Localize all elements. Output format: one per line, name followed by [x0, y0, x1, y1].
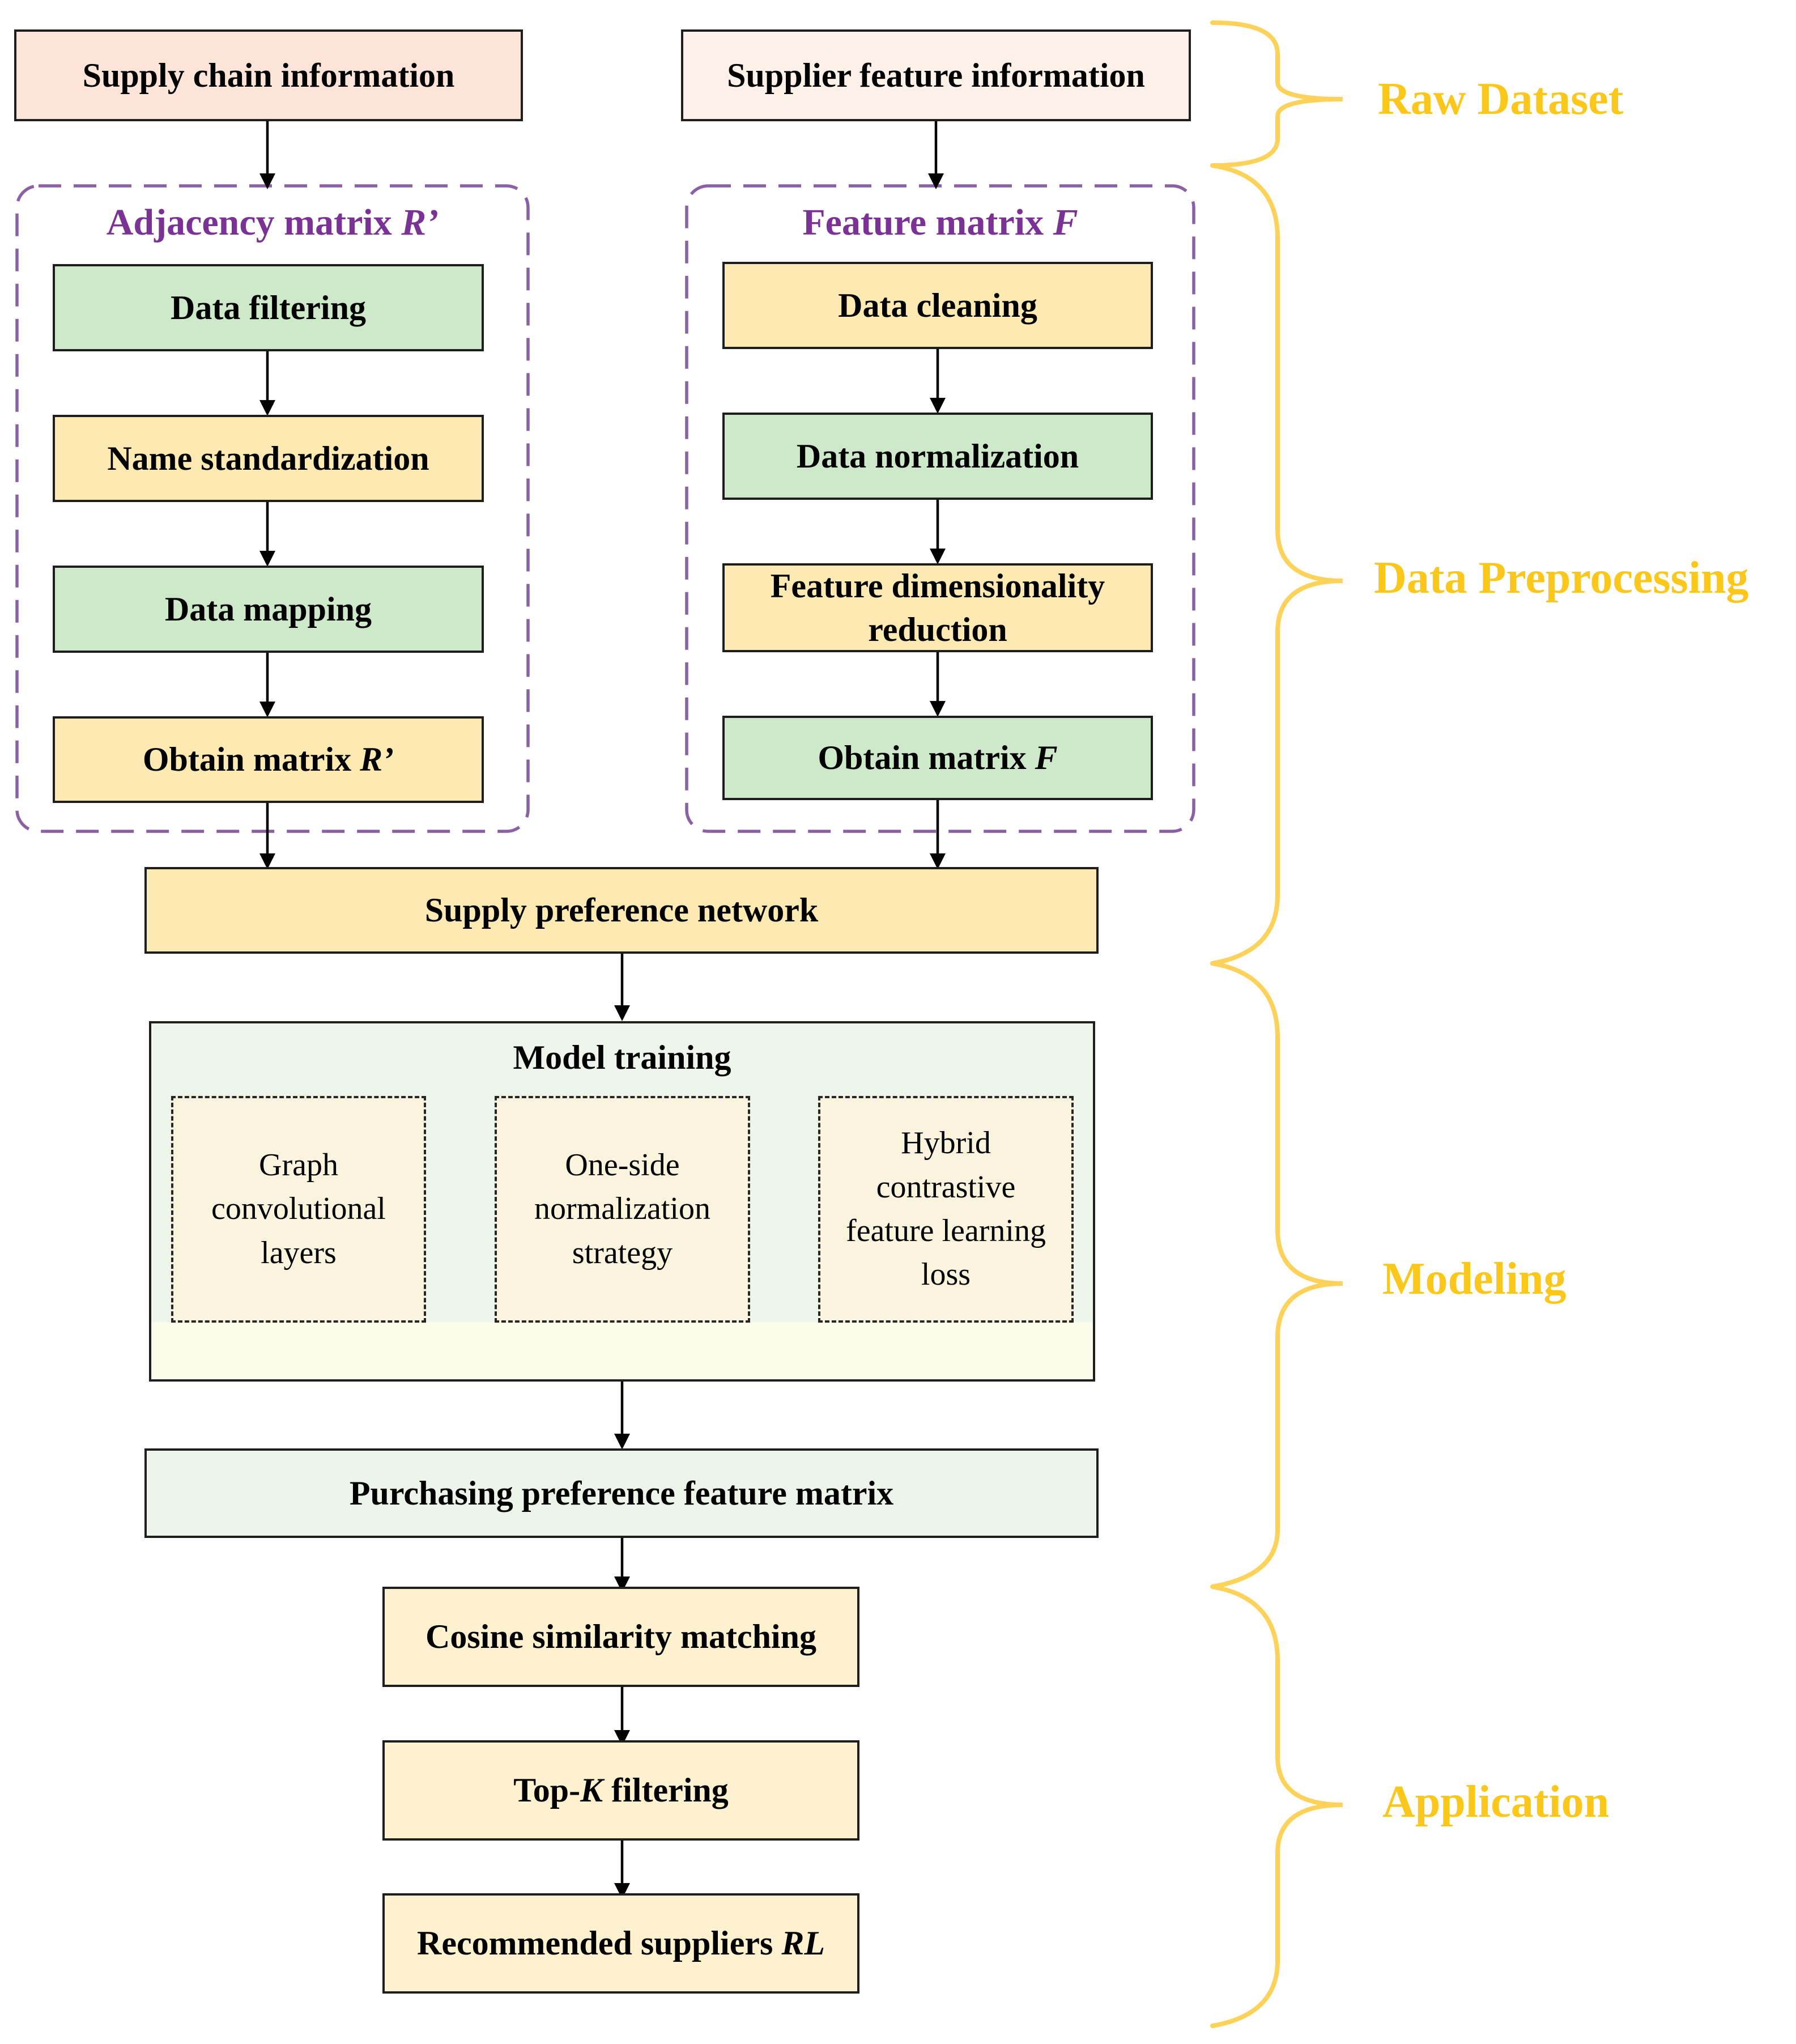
feature-dimensionality-reduction-line2: reduction — [868, 610, 1007, 648]
arrowhead-cosine-to-topk — [614, 1730, 630, 1746]
supply-chain-information-label: Supply chain information — [82, 56, 455, 94]
adjacency-matrix-symbol: R’ — [401, 202, 439, 243]
loss-line4: loss — [921, 1257, 971, 1293]
arrowhead-reduction-to-obtain-f — [930, 701, 946, 717]
cosine-similarity-box: Cosine similarity matching — [382, 1587, 859, 1687]
gcn-line2: convolutional — [211, 1191, 386, 1227]
adjacency-matrix-title-text: Adjacency matrix — [106, 202, 392, 243]
feature-dimensionality-reduction-box: Feature dimensionality reduction — [722, 563, 1153, 652]
adjacency-matrix-title: Adjacency matrix R’ — [17, 201, 528, 244]
feature-matrix-title: Feature matrix F — [687, 201, 1194, 244]
recommended-suppliers-box: Recommended suppliers RL — [382, 1893, 859, 1994]
data-mapping-label: Data mapping — [164, 590, 372, 628]
arrowhead-name-to-mapping — [259, 551, 275, 567]
data-cleaning-label: Data cleaning — [838, 286, 1037, 324]
normalization-line1: One-side — [565, 1148, 680, 1183]
recommended-suppliers-symbol: RL — [781, 1924, 825, 1962]
top-k-filtering-label: Top-K filtering — [513, 1769, 729, 1812]
arrowhead-training-to-purchasing — [614, 1434, 630, 1450]
feature-matrix-title-text: Feature matrix — [802, 202, 1044, 243]
arrowhead-purchasing-to-cosine — [614, 1576, 630, 1592]
obtain-matrix-r-text: Obtain matrix — [142, 741, 352, 778]
brace-modeling — [1210, 961, 1343, 1589]
recommended-suppliers-text: Recommended suppliers — [416, 1924, 773, 1962]
data-normalization-label: Data normalization — [796, 437, 1079, 475]
supply-preference-network-label: Supply preference network — [424, 891, 819, 929]
arrowhead-normalization-to-reduction — [930, 549, 946, 564]
brace-application — [1210, 1584, 1343, 2028]
top-k-suffix: filtering — [603, 1771, 729, 1809]
cosine-similarity-label: Cosine similarity matching — [425, 1618, 816, 1655]
data-cleaning-box: Data cleaning — [722, 262, 1153, 349]
name-standardization-label: Name standardization — [107, 439, 429, 477]
feature-group-frame — [685, 184, 1195, 833]
brace-raw-dataset — [1210, 20, 1343, 168]
loss-line1: Hybrid — [901, 1125, 991, 1161]
supplier-feature-information-label: Supplier feature information — [727, 56, 1145, 94]
feature-dimensionality-reduction-line1: Feature dimensionality — [770, 567, 1105, 605]
feature-matrix-symbol: F — [1053, 202, 1078, 243]
data-filtering-label: Data filtering — [171, 288, 366, 326]
normalization-line2: normalization — [534, 1191, 710, 1227]
loss-line2: contrastive — [876, 1169, 1016, 1205]
top-k-symbol: K — [580, 1771, 603, 1809]
data-normalization-box: Data normalization — [722, 413, 1153, 500]
stage-application: Application — [1382, 1777, 1610, 1827]
arrowhead-supplier-to-feature — [928, 173, 944, 189]
brace-data-preprocessing — [1210, 163, 1343, 966]
arrowhead-topk-to-recommended — [614, 1883, 630, 1899]
arrowhead-obtain-f-to-network — [930, 853, 946, 869]
stage-modeling: Modeling — [1382, 1254, 1567, 1304]
gcn-line1: Graph — [259, 1148, 338, 1183]
top-k-filtering-box: Top-K filtering — [382, 1740, 859, 1841]
stage-raw-dataset: Raw Dataset — [1378, 74, 1624, 124]
one-side-normalization-box: One-side normalization strategy — [495, 1096, 750, 1323]
supply-preference-network-box: Supply preference network — [144, 867, 1099, 954]
obtain-matrix-r-box: Obtain matrix R’ — [53, 716, 484, 803]
arrowhead-mapping-to-obtain-r — [259, 702, 275, 717]
supplier-feature-information-box: Supplier feature information — [681, 29, 1191, 121]
obtain-matrix-f-label: Obtain matrix F — [818, 737, 1057, 779]
obtain-matrix-r-label: Obtain matrix R’ — [143, 738, 394, 781]
obtain-matrix-f-symbol: F — [1035, 739, 1058, 776]
arrowhead-cleaning-to-normalization — [930, 398, 946, 414]
name-standardization-box: Name standardization — [53, 415, 484, 502]
supply-chain-information-box: Supply chain information — [14, 29, 523, 121]
obtain-matrix-r-symbol: R’ — [360, 741, 394, 778]
data-mapping-box: Data mapping — [53, 566, 484, 653]
adjacency-group-frame — [15, 184, 530, 833]
top-k-prefix: Top- — [513, 1771, 581, 1809]
stage-data-preprocessing: Data Preprocessing — [1374, 553, 1749, 603]
arrowhead-supply-to-adjacency — [259, 173, 275, 189]
gcn-line3: layers — [261, 1235, 337, 1270]
model-training-title: Model training — [513, 1039, 731, 1076]
hybrid-contrastive-loss-box: Hybrid contrastive feature learning loss — [818, 1096, 1074, 1323]
purchasing-preference-matrix-box: Purchasing preference feature matrix — [144, 1448, 1099, 1538]
recommended-suppliers-label: Recommended suppliers RL — [417, 1922, 825, 1965]
graph-convolutional-layers-box: Graph convolutional layers — [171, 1096, 426, 1323]
arrowhead-obtain-r-to-network — [259, 853, 275, 869]
obtain-matrix-f-box: Obtain matrix F — [722, 716, 1153, 800]
data-filtering-box: Data filtering — [53, 264, 484, 351]
obtain-matrix-f-text: Obtain matrix — [818, 739, 1027, 776]
arrowhead-network-to-training — [614, 1005, 630, 1021]
loss-line3: feature learning — [846, 1213, 1046, 1248]
normalization-line3: strategy — [572, 1235, 673, 1270]
arrowhead-filter-to-name — [259, 400, 275, 416]
purchasing-preference-matrix-label: Purchasing preference feature matrix — [349, 1474, 894, 1512]
